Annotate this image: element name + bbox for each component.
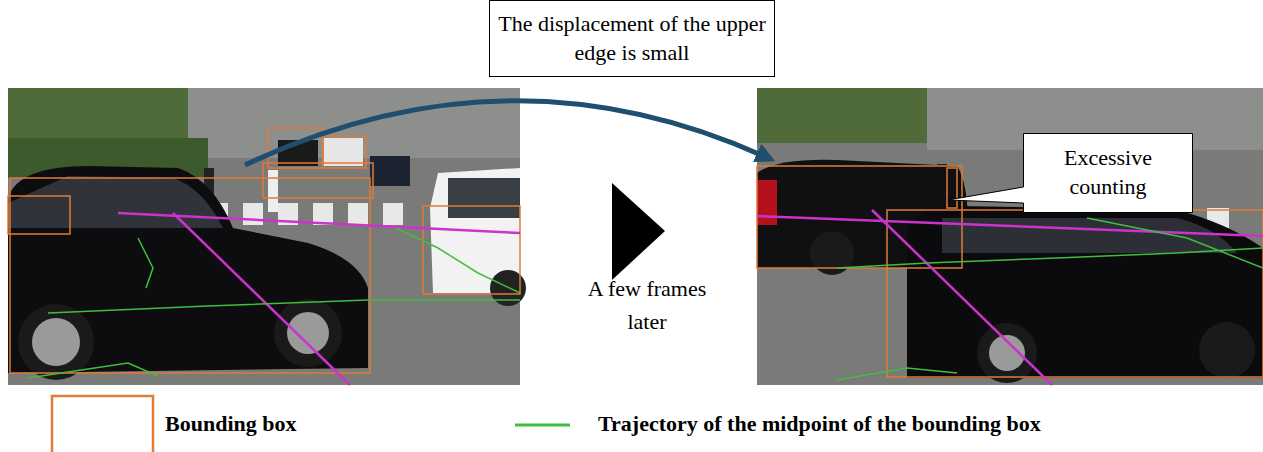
- legend-box-sample: [52, 396, 153, 452]
- callout-text: The displacement of the upper edge is sm…: [498, 10, 766, 67]
- bubble-outline: [1023, 133, 1193, 213]
- bubble-shape: [948, 134, 1193, 213]
- legend-text: Bounding box: [165, 411, 296, 436]
- speech-bubble: Excessive counting: [1023, 133, 1193, 213]
- callout-text: Excessive counting: [1031, 144, 1185, 201]
- step-label: A few frames later: [567, 272, 727, 338]
- note-box: The displacement of the upper edge is sm…: [489, 0, 775, 77]
- legend-entry: Trajectory of the midpoint of the boundi…: [598, 411, 1041, 437]
- legend-text: Trajectory of the midpoint of the boundi…: [598, 411, 1041, 436]
- left-photo: [8, 88, 526, 385]
- legend-line-sample: [515, 424, 570, 427]
- right-photo: [757, 88, 1263, 385]
- legend-entry: Bounding box: [165, 411, 296, 437]
- frame-arrow: [245, 101, 768, 165]
- play-triangle: [612, 183, 665, 280]
